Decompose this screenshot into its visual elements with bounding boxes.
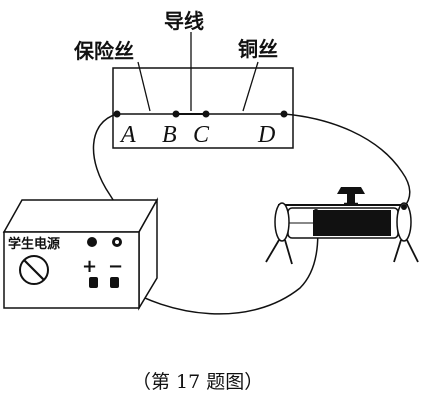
label-wire: 导线 — [164, 9, 204, 33]
rheostat-terminal-right — [401, 204, 407, 210]
point-label-a: A — [119, 122, 136, 148]
point-label-d: D — [257, 122, 275, 148]
terminal-minus-post — [110, 277, 119, 288]
terminal-plus-sign: + — [82, 256, 97, 277]
terminal-plus-post — [89, 277, 98, 288]
student-power-supply — [2, 197, 159, 311]
point-label-b: B — [162, 122, 177, 148]
sliding-rheostat — [265, 187, 419, 265]
label-fuse-wire: 保险丝 — [73, 39, 134, 63]
figure-caption: （第 17 题图） — [132, 371, 263, 393]
fuse-label-leader — [137, 61, 151, 112]
rheostat-terminal-left — [313, 209, 319, 215]
copper-label-leader — [242, 61, 259, 112]
terminal-b — [172, 110, 180, 118]
slider-knob-icon — [337, 187, 365, 194]
dial-left-icon — [87, 237, 97, 247]
lead-supply-minus-to-rheostat — [116, 213, 319, 315]
label-copper-wire: 铜丝 — [238, 37, 278, 61]
point-label-c: C — [193, 122, 210, 148]
terminal-minus-sign: − — [108, 256, 123, 277]
power-supply-label: 学生电源 — [8, 236, 60, 252]
terminal-c — [202, 110, 210, 118]
lead-d-to-rheostat — [283, 113, 411, 208]
